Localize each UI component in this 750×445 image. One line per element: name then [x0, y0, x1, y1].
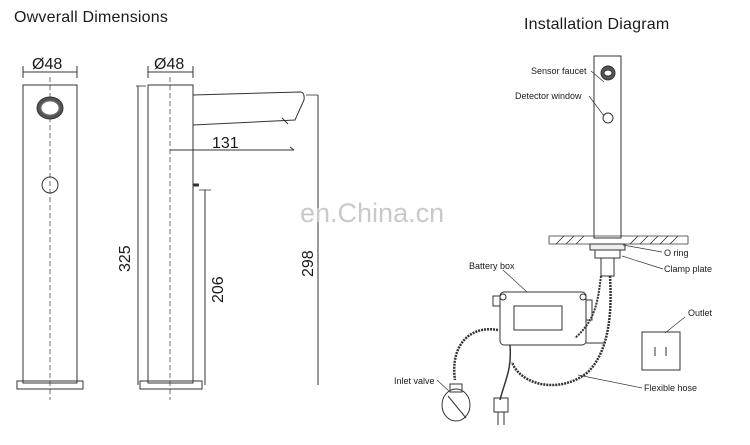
clamp-plate [594, 249, 621, 259]
inlet-hose [452, 327, 499, 381]
faucet-front-view [16, 66, 84, 400]
sensor-height-label: 206 [210, 276, 227, 303]
countertop [548, 235, 689, 245]
overall-dimensions-title: Owverall Dimensions [14, 9, 169, 26]
side-diameter-label: Ø48 [154, 56, 184, 73]
flexible-hose [510, 275, 612, 387]
spout-length-label: 131 [212, 135, 239, 152]
installation-diagram [436, 55, 689, 425]
spout [192, 91, 305, 126]
inlet-valve-label: Inlet valve [394, 376, 435, 386]
watermark: en.China.cn [300, 198, 445, 228]
sensor-faucet-body [593, 55, 622, 239]
faucet-side-view [136, 66, 319, 400]
flexible-hose-2 [574, 275, 602, 339]
plug-icon [493, 397, 509, 413]
flexible-hose-label: Flexible hose [644, 383, 697, 393]
spout-height-label: 298 [300, 250, 317, 277]
clamp-plate-label: Clamp plate [664, 264, 712, 274]
detector-window-icon [41, 176, 59, 194]
o-ring-label: O ring [664, 248, 689, 258]
battery-box [499, 291, 587, 346]
installation-diagram-title: Installation Diagram [524, 16, 670, 33]
detector-window-label: Detector window [515, 91, 582, 101]
total-height-label: 325 [117, 245, 134, 272]
o-ring [589, 243, 626, 251]
outlet-icon [641, 331, 681, 371]
power-cord [499, 344, 512, 401]
inlet-valve-icon [441, 388, 471, 422]
sensor-faucet-label: Sensor faucet [531, 66, 587, 76]
front-diameter-label: Ø48 [32, 56, 62, 73]
battery-box-label: Battery box [469, 261, 515, 271]
outlet-label: Outlet [688, 308, 713, 318]
